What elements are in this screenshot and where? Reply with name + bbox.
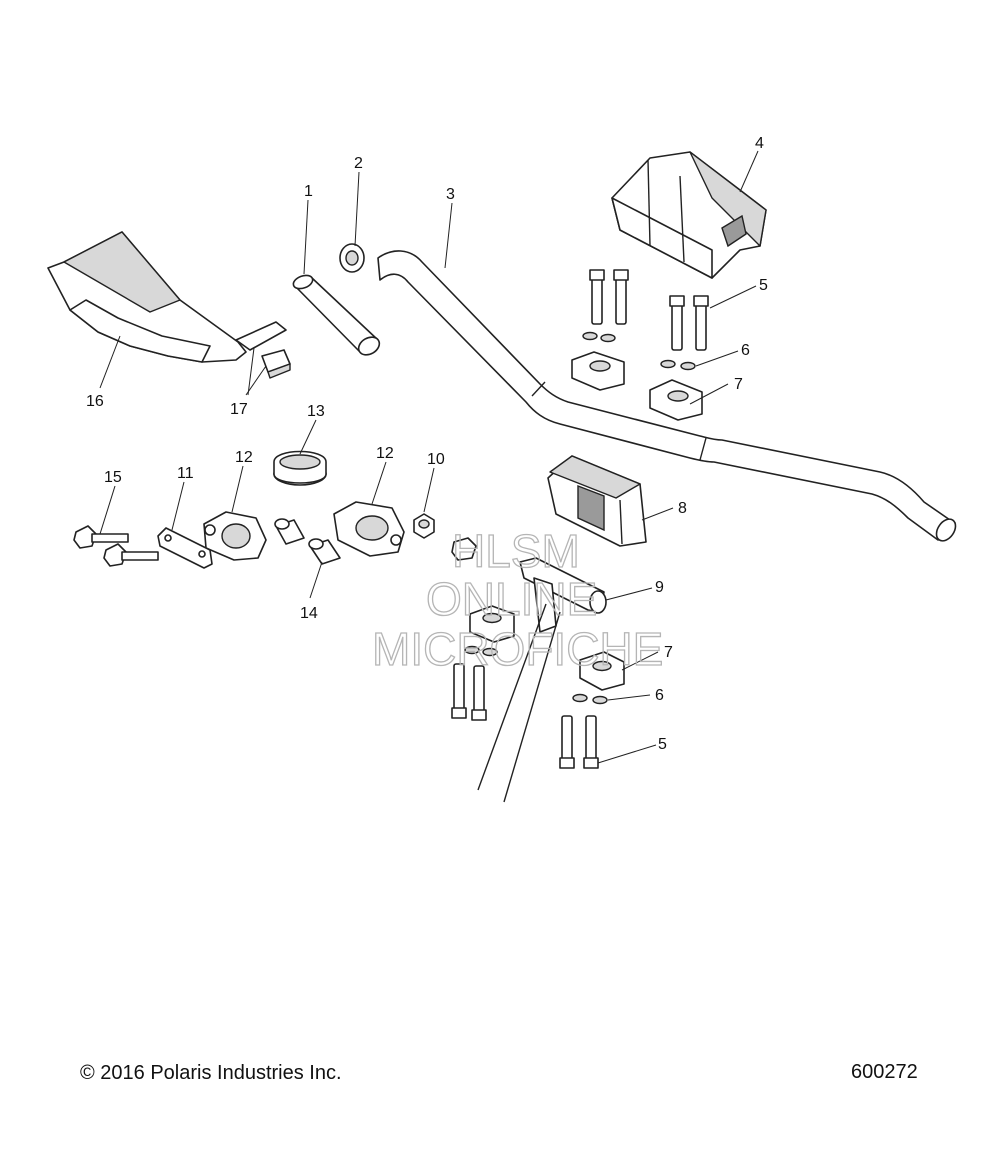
crossbar-pad [611, 151, 767, 279]
callout-8: 8 [678, 500, 687, 517]
handguard-clamp [261, 349, 291, 379]
callout-9: 9 [655, 579, 664, 596]
callout-7-lower: 7 [664, 644, 673, 661]
callout-14: 14 [300, 605, 318, 622]
bar-end-plug [339, 243, 365, 273]
callout-5-upper: 5 [759, 277, 768, 294]
callout-12-right: 12 [376, 445, 394, 462]
callout-16: 16 [86, 393, 104, 410]
watermark-line-1: HLSM [452, 525, 580, 577]
drawing-number: 600272 [851, 1061, 918, 1083]
callout-7-upper: 7 [734, 376, 743, 393]
upper-bolts [589, 269, 709, 351]
bar-tube [477, 557, 607, 803]
bushing [413, 513, 435, 539]
backing-plate [157, 527, 213, 569]
spacer-ring [273, 450, 327, 486]
callout-1: 1 [304, 183, 313, 200]
callout-5-lower: 5 [658, 736, 667, 753]
lower-washers [464, 645, 608, 705]
callout-15: 15 [104, 469, 122, 486]
copyright-notice: © 2016 Polaris Industries Inc. [80, 1062, 342, 1084]
leader-lines [99, 150, 759, 764]
riser-clamp-left [203, 511, 267, 561]
callout-10: 10 [427, 451, 445, 468]
grip [292, 274, 381, 356]
handguard [47, 231, 287, 363]
callout-12-left: 12 [235, 449, 253, 466]
lower-bolts [451, 663, 599, 769]
nut [451, 537, 477, 561]
callout-13: 13 [307, 403, 325, 420]
riser-clamp-right [333, 501, 405, 557]
lower-clamps [469, 605, 625, 691]
handlebar [377, 250, 957, 542]
callout-11: 11 [177, 465, 194, 482]
upper-washers [582, 331, 696, 371]
upper-clamps [571, 351, 703, 421]
callout-6-upper: 6 [741, 342, 750, 359]
callout-4: 4 [755, 135, 764, 152]
flange-bolts [73, 525, 159, 567]
spacer-pins [274, 518, 341, 565]
callout-3: 3 [446, 186, 455, 203]
watermark-line-2: ONLINE [426, 573, 597, 625]
callout-17: 17 [230, 401, 248, 418]
callout-2: 2 [354, 155, 363, 172]
callout-6-lower: 6 [655, 687, 664, 704]
watermark-line-3: MICROFICHE [372, 623, 663, 675]
bar-mount [547, 455, 647, 547]
